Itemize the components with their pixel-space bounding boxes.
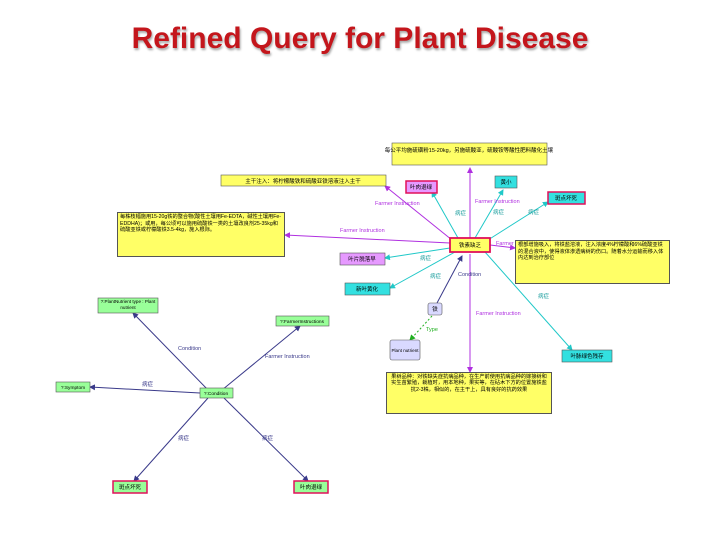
edge-center-leftbig (284, 232, 451, 244)
edge-center-inject (384, 185, 453, 241)
edge-iron-plant (409, 315, 433, 341)
node-reddot[interactable]: 斑点坏死 (547, 191, 586, 205)
node-plant-nutrient-label: Plant nutrient (391, 348, 419, 353)
edge-cond-bottomright (223, 397, 309, 482)
edge-center-reddot (487, 201, 549, 241)
edge-center-spray (489, 244, 516, 251)
node-left-big-label: 每株枝幅施用15-20g铁的螯合物(酸性土壤用Fe-EDTA，碱性土壤用Fe-E… (117, 212, 285, 257)
edge-cond-symptom (89, 384, 201, 394)
node-reddot-label: 斑点坏死 (555, 194, 578, 202)
node-leafdrop-label: 叶片脱落早 (348, 255, 376, 263)
node-yehuang-label: 新叶黄化 (356, 285, 379, 293)
left-node-bottomleft[interactable]: 斑点坏死 (112, 480, 148, 494)
edge-center-veins (484, 251, 573, 351)
edge-center-leafdrop (384, 247, 451, 261)
edge-label-sym-bl: 病症 (178, 434, 190, 442)
edge-label-sym-reddot: 病症 (528, 208, 540, 216)
node-veins[interactable]: 叶脉绿色残存 (561, 349, 613, 363)
node-inject-label: 主干注入：将柠檬酸铁和硫酸亚铁溶液注入主干 (245, 177, 361, 185)
node-center[interactable]: 铁素缺乏 (449, 237, 491, 253)
node-inject[interactable]: 主干注入：将柠檬酸铁和硫酸亚铁溶液注入主干 (220, 174, 387, 187)
left-node-bottomright-label: 叶肉退绿 (300, 483, 323, 491)
node-top-label: 每公平均施硫磺粉15-20kg，另施硫酸亚，硫酸铵等酸性肥料酸化土壤 (385, 146, 554, 154)
left-node-condition[interactable]: ?:Condition (199, 387, 234, 399)
edge-label-sym-br: 病症 (262, 434, 274, 442)
edge-center-yehuang (389, 251, 456, 289)
node-yellow-label: 黄小 (500, 178, 512, 186)
edge-center-yellow (474, 189, 504, 239)
edge-label-condition-right: Condition (458, 272, 481, 278)
edge-cond-nutrient (132, 312, 211, 393)
node-yellow[interactable]: 黄小 (494, 175, 518, 189)
left-graph-edges (89, 312, 309, 482)
node-yehuang[interactable]: 新叶黄化 (344, 282, 391, 296)
edge-label-sym-yellow: 病症 (493, 208, 505, 216)
node-spray[interactable]: 根部增施吸入，将铁盐溶液，注入浓度4%柠檬酸和6%硫酸亚铁的混合液中，使得液体渗… (515, 240, 670, 284)
edge-label-fi-inject: Farmer Instruction (375, 201, 420, 207)
edge-iron-center (436, 255, 463, 304)
edge-label-fi-left: Farmer Instruction (265, 354, 310, 360)
edge-label-fi-leftbig: Farmer Instruction (340, 228, 385, 234)
right-graph-symptom-labels: 病症 病症 病症 病症 病症 病症 (420, 208, 550, 300)
edge-cond-bottomleft (133, 397, 209, 482)
node-iron-label: 铁 (432, 305, 438, 313)
edge-label-sym-yehuang: 病症 (430, 272, 442, 280)
edge-label-condition-left: Condition (178, 346, 201, 352)
left-node-nutrient-label: ?:PlantNutrient type : Plant nutrient (100, 299, 156, 310)
left-node-farmer[interactable]: ?:FarmerInstructions (275, 315, 330, 327)
node-veins-label: 叶脉绿色残存 (570, 352, 604, 360)
slide-title: Refined Query for Plant Disease (131, 22, 589, 55)
edge-cond-farmer (221, 325, 301, 391)
node-bottom-label: 果树品种：对铁缺失症抗病品种，在生产前使用抗病品种的嫁接树和实生苗繁殖，栽植时，… (386, 372, 552, 414)
node-bottom[interactable]: 果树品种：对铁缺失症抗病品种，在生产前使用抗病品种的嫁接树和实生苗繁殖，栽植时，… (386, 372, 552, 414)
edge-label-sym-left: 病症 (142, 380, 154, 388)
left-node-condition-label: ?:Condition (204, 391, 229, 397)
left-node-symptom[interactable]: ?:Symptom (55, 381, 91, 393)
edge-label-type: Type (426, 327, 438, 333)
left-node-bottomright[interactable]: 叶肉退绿 (293, 480, 329, 494)
right-graph-edges (284, 167, 573, 373)
node-plant-nutrient[interactable]: Plant nutrient (389, 339, 421, 361)
edge-label-sym-leafdrop: 病症 (420, 254, 432, 262)
node-left-big[interactable]: 每株枝幅施用15-20g铁的螯合物(酸性土壤用Fe-EDTA，碱性土壤用Fe-E… (117, 212, 285, 257)
edge-label-sym-veins: 病症 (538, 292, 550, 300)
edge-label-sym-yelleaf: 病症 (455, 209, 467, 217)
left-graph-edge-labels: Condition Farmer Instruction 病症 病症 病症 (142, 346, 310, 442)
node-top[interactable]: 每公平均施硫磺粉15-20kg，另施硫酸亚，硫酸铵等酸性肥料酸化土壤 (385, 142, 554, 166)
edge-label-fi-top: Farmer Instruction (475, 199, 520, 205)
node-yelleaf-label: 叶肉退绿 (410, 183, 433, 191)
edge-center-yelleaf (431, 191, 459, 239)
left-node-nutrient[interactable]: ?:PlantNutrient type : Plant nutrient (97, 297, 159, 314)
node-leafdrop[interactable]: 叶片脱落早 (339, 252, 386, 266)
left-node-bottomleft-label: 斑点坏死 (119, 483, 142, 491)
node-center-label: 铁素缺乏 (459, 241, 482, 249)
left-node-farmer-label: ?:FarmerInstructions (280, 319, 325, 325)
edge-label-fi-bottom: Farmer Instruction (476, 311, 521, 317)
left-node-symptom-label: ?:Symptom (61, 385, 85, 391)
node-yelleaf[interactable]: 叶肉退绿 (405, 180, 438, 194)
node-iron[interactable]: 铁 (427, 302, 443, 316)
node-spray-label: 根部增施吸入，将铁盐溶液，注入浓度4%柠檬酸和6%硫酸亚铁的混合液中，使得液体渗… (515, 240, 670, 284)
